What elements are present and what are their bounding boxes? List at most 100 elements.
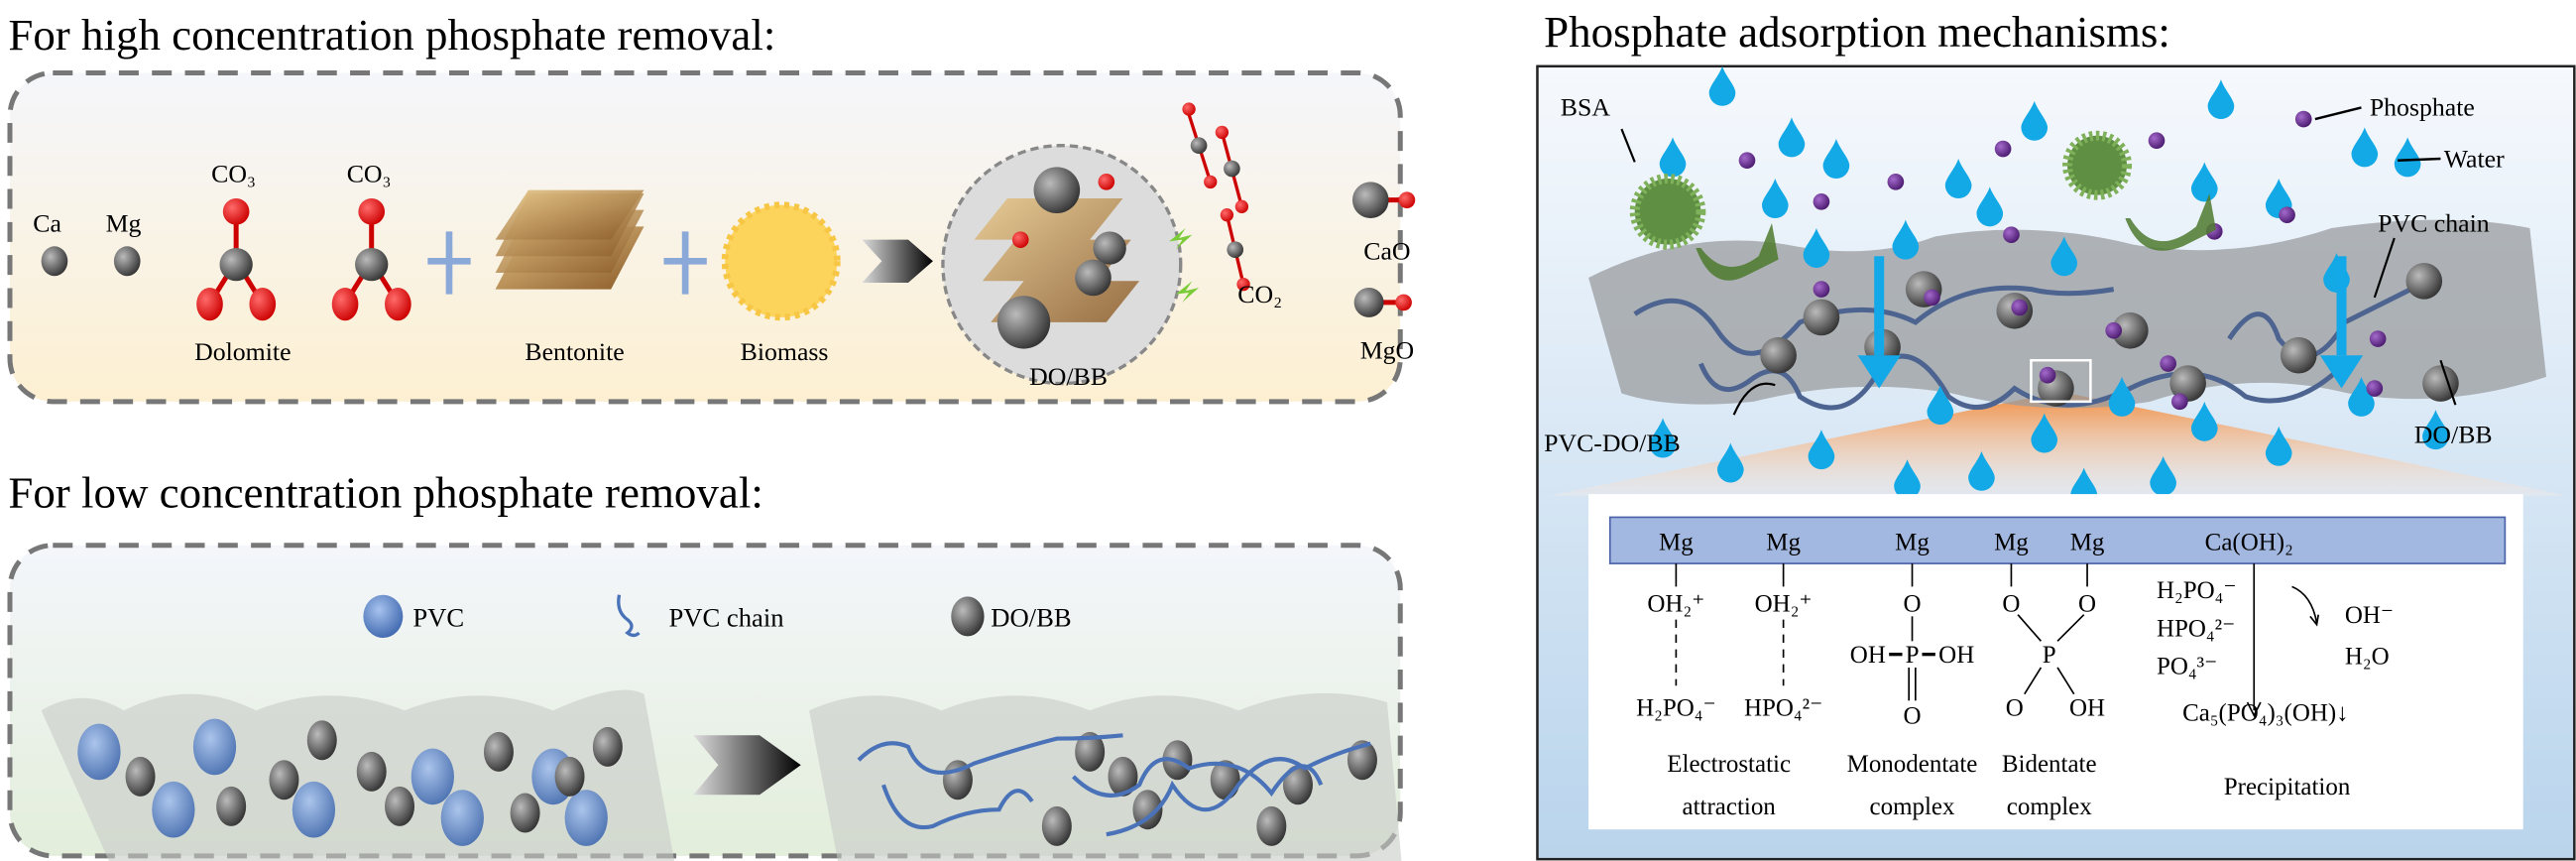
dobb-ball-icon <box>385 786 415 826</box>
co2-label: CO₂ <box>1237 280 1282 308</box>
svg-text:Precipitation: Precipitation <box>2224 774 2351 800</box>
pvc-dobb-label: PVC-DO/BB <box>1544 429 1681 457</box>
pointer-line <box>2373 237 2396 299</box>
water-drop-icon <box>1892 219 1920 260</box>
svg-text:Ca: Ca <box>33 208 61 237</box>
mg-atom: Mg <box>106 208 142 277</box>
dobb-particle-icon <box>2112 311 2149 349</box>
permeation-arrows <box>1857 256 2364 389</box>
water-drop-icon <box>1808 430 1835 470</box>
svg-text:Mg: Mg <box>1659 530 1694 556</box>
water-drop-icon <box>2031 413 2058 453</box>
pvc-ball-icon <box>152 781 195 838</box>
dobb-particle-icon <box>2422 365 2459 402</box>
dolomite-label: Dolomite <box>194 337 291 366</box>
monodentate-complex: O OH P OH O Monodentate complex <box>1847 590 1978 820</box>
water-drop-icon <box>2422 410 2449 450</box>
dobb-particle-icon <box>1760 336 1797 374</box>
dobb-ball-icon <box>1132 790 1163 830</box>
dobb-ball-icon <box>269 760 299 800</box>
svg-text:Mg: Mg <box>2070 530 2105 556</box>
dobb-particles <box>1760 262 2459 407</box>
svg-text:O: O <box>2002 590 2020 617</box>
svg-text:OH₂⁺: OH₂⁺ <box>1647 590 1704 617</box>
svg-text:complex: complex <box>1870 794 1955 820</box>
phosphate-ion-icon <box>2039 366 2056 384</box>
water-drop-icon <box>2021 100 2049 141</box>
phosphate-ion-icon <box>2160 355 2176 372</box>
bidentate-complex: O O P O OH Bidentate complex <box>2002 590 2105 820</box>
water-drop-icon <box>1708 65 1736 106</box>
water-drop-icon <box>2150 455 2176 496</box>
svg-text:CaO: CaO <box>1363 237 1410 266</box>
dobb-ball-icon <box>216 786 247 826</box>
svg-text:OH: OH <box>1938 642 1974 669</box>
phosphate-ion-icon <box>1994 140 2012 158</box>
dobb-ball-icon <box>1256 805 1287 846</box>
svg-text:Mg: Mg <box>1895 530 1930 556</box>
pointer-line <box>2398 157 2441 162</box>
membrane-after <box>809 692 1402 861</box>
svg-text:complex: complex <box>2007 794 2092 820</box>
carbonate-molecule: CO₃ <box>331 159 411 321</box>
svg-text:O: O <box>1903 703 1921 730</box>
cao-molecule: CaO <box>1351 182 1416 266</box>
phosphate-ion-icon <box>2011 299 2029 316</box>
legend-pvc-chain: PVC chain <box>668 602 783 632</box>
pvc-ball-icon <box>192 718 237 776</box>
low-concentration-title: For low concentration phosphate removal: <box>8 467 763 517</box>
dobb-label: DO/BB <box>1029 362 1108 391</box>
water-drop-icon <box>2394 137 2421 178</box>
svg-text:Mg: Mg <box>106 208 142 237</box>
dobb-ball-icon <box>125 756 156 797</box>
water-drop-icon <box>1761 179 1789 218</box>
phosphate-ion-icon <box>2148 132 2166 150</box>
water-drop-icon <box>1822 139 1850 180</box>
water-drop-icon <box>1649 418 1677 458</box>
plus-icon <box>427 231 471 295</box>
pvc-chain-icon <box>617 594 641 638</box>
water-drop-icon <box>1803 227 1830 268</box>
electrostatic-attraction: OH₂⁺ H₂PO₄⁻ OH₂⁺ HPO₄²⁻ Electrostatic at… <box>1636 590 1822 820</box>
svg-text:PO₄³⁻: PO₄³⁻ <box>2157 654 2217 680</box>
svg-text:P: P <box>1906 642 1920 669</box>
water-drop-icon <box>2265 426 2292 466</box>
dobb-ball-icon <box>1108 756 1138 797</box>
surface-bar-labels: Mg Mg Mg Mg Mg Ca(OH)₂ <box>1659 530 2293 556</box>
pvc-chain-strand <box>1072 757 1324 798</box>
dobb-ball-icon <box>356 751 387 792</box>
svg-text:HPO₄²⁻: HPO₄²⁻ <box>2157 615 2235 642</box>
svg-text:OH₂⁺: OH₂⁺ <box>1755 590 1813 617</box>
water-drops <box>1643 65 2449 508</box>
dobb-ball-icon <box>1283 765 1313 805</box>
water-drop-icon <box>1894 459 1921 500</box>
dobb-particle-icon <box>2169 365 2206 402</box>
bentonite-layers-icon <box>495 189 644 290</box>
pvc-chain-strand <box>1633 285 2115 356</box>
svg-text:CO₃: CO₃ <box>211 159 256 187</box>
legend-dobb: DO/BB <box>991 602 1071 632</box>
svg-text:attraction: attraction <box>1683 794 1777 820</box>
arrow-icon <box>862 239 933 283</box>
water-drop-icon <box>2348 376 2375 417</box>
svg-text:MgO: MgO <box>1360 336 1414 365</box>
pvc-chain-label: PVC chain <box>2378 208 2490 237</box>
phosphate-ion-icon <box>2366 380 2384 397</box>
dobb-ball-icon <box>483 731 514 772</box>
zoom-region-box <box>2030 358 2092 404</box>
svg-text:O: O <box>1903 590 1921 617</box>
phosphate-ions <box>1738 110 2387 411</box>
water-drop-icon <box>1659 137 1687 178</box>
pvc-chain-strand <box>1106 741 1371 837</box>
legend: PVC PVC chain DO/BB <box>363 594 1072 639</box>
pvc-ball-icon <box>77 723 121 781</box>
dobb-ball-icon <box>1347 740 1377 781</box>
ca-atom: Ca <box>33 208 68 277</box>
dobb-ball-icon <box>592 726 623 767</box>
phosphate-ion-icon <box>1813 193 1830 210</box>
pointer-line <box>1732 382 1776 416</box>
svg-text:O: O <box>2006 694 2024 721</box>
pvc-ball-icon <box>292 781 336 838</box>
dobb-ball-icon <box>306 720 337 761</box>
svg-text:Ca(OH)₂: Ca(OH)₂ <box>2205 530 2293 556</box>
